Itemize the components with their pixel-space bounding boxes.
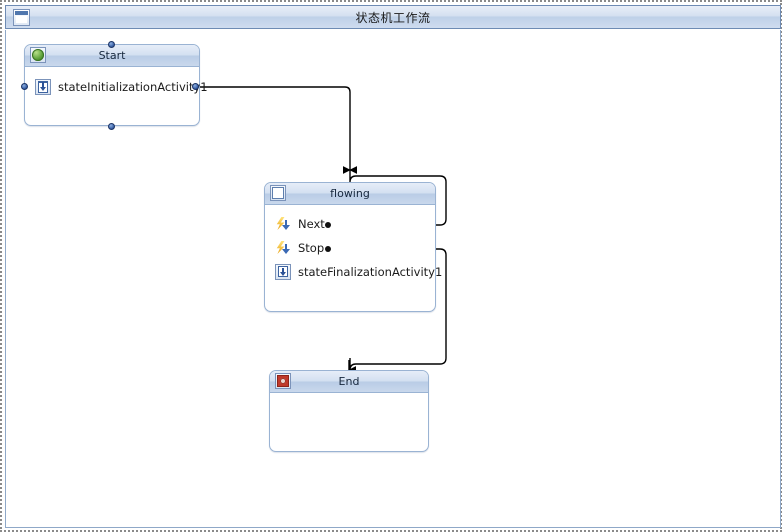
state-title-end: End <box>338 375 360 388</box>
event-driven-icon <box>275 216 291 232</box>
connection-dot-start-right[interactable] <box>192 83 199 90</box>
state-header-flowing[interactable]: flowing <box>265 183 435 205</box>
connector-origin-dot-stop[interactable] <box>325 246 331 252</box>
state-title-start: Start <box>98 49 126 62</box>
state-initialization-icon <box>35 79 51 95</box>
title-bar: 状态机工作流 <box>5 5 781 29</box>
connection-dot-start-top[interactable] <box>108 41 115 48</box>
activity-row-stop[interactable]: Stop <box>265 236 435 260</box>
state-title-flowing: flowing <box>330 187 370 200</box>
activity-row-state-finalization[interactable]: stateFinalizationActivity1 <box>265 260 442 284</box>
state-header-end[interactable]: End <box>270 371 428 393</box>
workflow-canvas[interactable]: Start stateInitializationActivity1 <box>5 30 781 528</box>
event-driven-icon <box>275 240 291 256</box>
connector-origin-dot-next[interactable] <box>325 222 331 228</box>
flowing-state-icon <box>270 185 286 201</box>
state-box-end[interactable]: End <box>269 370 429 452</box>
activity-row-next[interactable]: Next <box>265 212 435 236</box>
end-state-icon <box>275 373 291 389</box>
activity-row-state-initialization[interactable]: stateInitializationActivity1 <box>25 75 208 99</box>
state-box-flowing[interactable]: flowing Next Stop <box>264 182 442 312</box>
activity-label-state-finalization: stateFinalizationActivity1 <box>298 265 443 279</box>
state-body-start: stateInitializationActivity1 <box>25 75 208 99</box>
activity-label-stop: Stop <box>298 241 325 255</box>
activity-label-state-initialization: stateInitializationActivity1 <box>58 80 208 94</box>
state-header-start[interactable]: Start <box>25 45 199 67</box>
connector-start-to-flowing <box>194 86 358 174</box>
state-box-start[interactable]: Start stateInitializationActivity1 <box>24 44 208 126</box>
page-title: 状态机工作流 <box>355 10 431 25</box>
state-body-flowing: Next Stop stateFinalizationActivity <box>265 212 442 284</box>
connection-dot-start-left[interactable] <box>21 83 28 90</box>
connection-dot-start-bottom[interactable] <box>108 123 115 130</box>
window-icon <box>13 9 30 26</box>
activity-label-next: Next <box>298 217 325 231</box>
start-state-icon <box>30 47 46 63</box>
state-finalization-icon <box>275 264 291 280</box>
